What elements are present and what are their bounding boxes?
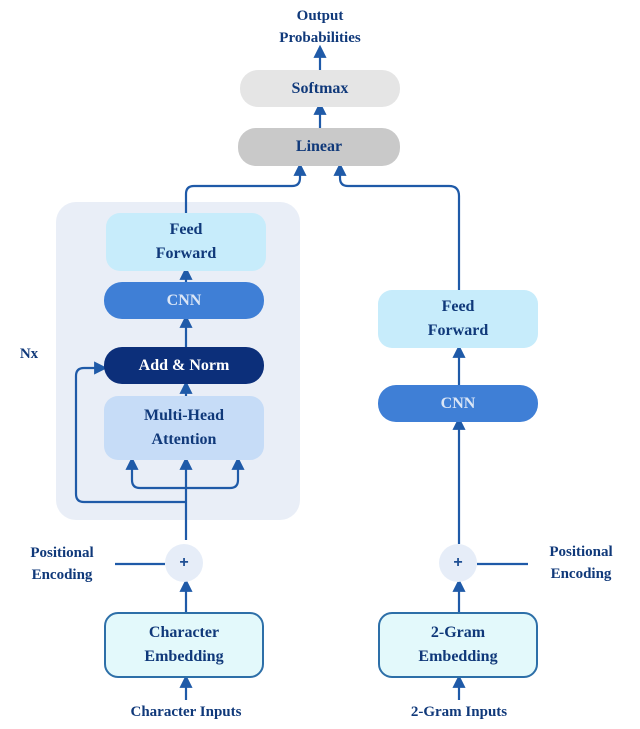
positional-encoding-right-label: Positional Encoding [549,544,613,582]
ngram-feed-forward-box: Feed Forward [378,290,538,348]
encoder-cnn-box: CNN [104,282,264,319]
left-add-node: + [165,544,203,582]
character-embedding-box: Character Embedding [104,612,264,678]
linear-box: Linear [238,128,400,166]
multi-head-attention-box: Multi-Head Attention [104,396,264,460]
encoder-feed-forward-box: Feed Forward [106,213,266,271]
arrow-ngram-to-linear [333,162,461,290]
gram-inputs-label: 2-Gram Inputs [410,704,508,720]
positional-encoding-left-label: Positional Encoding [30,545,94,583]
right-add-node: + [439,544,477,582]
character-inputs-label: Character Inputs [130,704,242,720]
gram-embedding-box: 2-Gram Embedding [378,612,538,678]
arrow-encoder-to-linear [184,162,307,213]
add-norm-box: Add & Norm [104,347,264,384]
nx-label: Nx [19,346,39,362]
arrow-residual [74,361,186,504]
softmax-box: Softmax [240,70,400,107]
ngram-cnn-box: CNN [378,385,538,422]
output-probabilities-label: Output Probabilities [279,8,361,46]
arrow-attention-branch [125,456,186,490]
